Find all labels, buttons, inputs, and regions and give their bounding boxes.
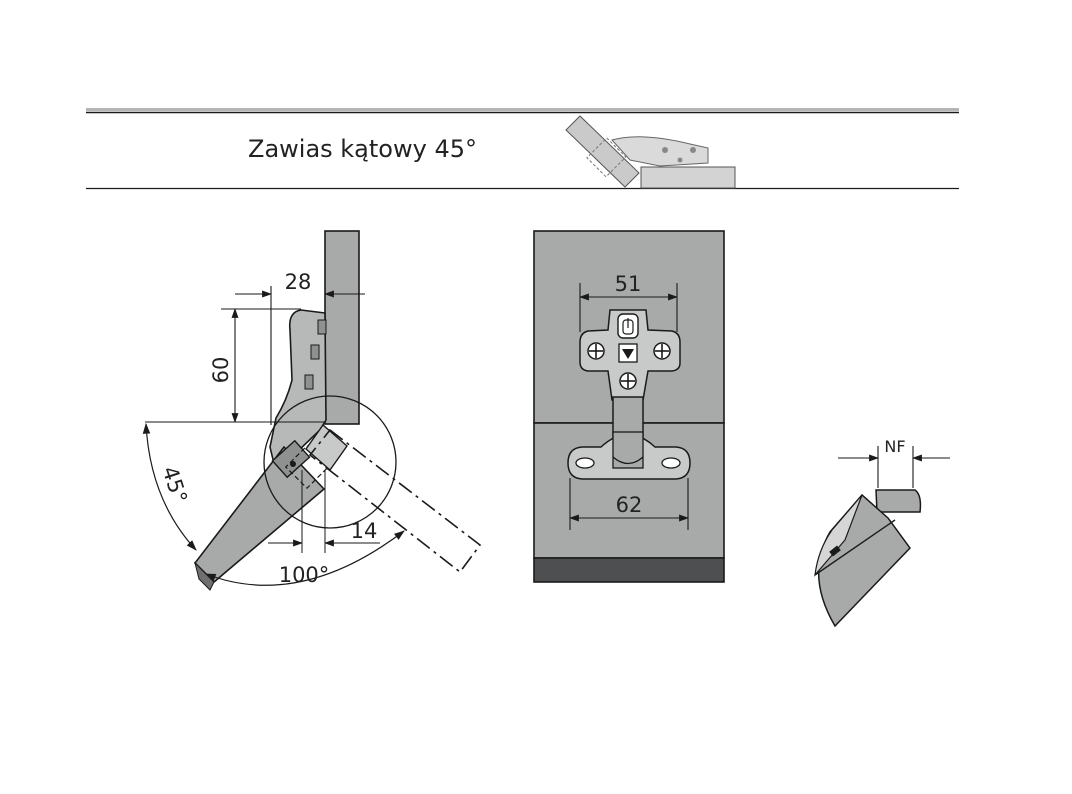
front-view: 51 62 (533, 230, 725, 583)
side-view: 28 60 45° 100° 14 (142, 230, 482, 591)
open-door-outline (308, 428, 482, 574)
detail-view: NF (814, 437, 950, 628)
side-panel-detail (875, 489, 922, 513)
angle-45-arc (142, 422, 197, 551)
rotation-circle (263, 395, 397, 529)
dim-28-label: 28 (285, 270, 312, 294)
side-panel (324, 230, 360, 425)
screw-icon (619, 372, 637, 390)
door-detail (817, 493, 911, 628)
front-edge-strip (533, 557, 725, 583)
dim-62-label: 62 (616, 493, 643, 517)
angle-100-arc (204, 530, 405, 586)
top-grey-rule (86, 108, 959, 111)
dim-60-label: 60 (209, 357, 233, 384)
dim-nf-label: NF (884, 437, 905, 456)
dim-14-label: 14 (351, 519, 378, 543)
screw-icon (587, 342, 605, 360)
dim-51-label: 51 (615, 272, 642, 296)
screw-hole-icon (661, 457, 681, 469)
screw-hole-icon (575, 457, 595, 469)
header-band: Zawias kątowy 45° (86, 108, 959, 190)
screw-icon (653, 342, 671, 360)
hinge-thumbnail-icon (565, 115, 736, 189)
page-title: Zawias kątowy 45° (248, 135, 477, 163)
hinge-cup (271, 439, 311, 479)
dim-100-label: 100° (279, 563, 330, 587)
door-panel (193, 445, 326, 584)
